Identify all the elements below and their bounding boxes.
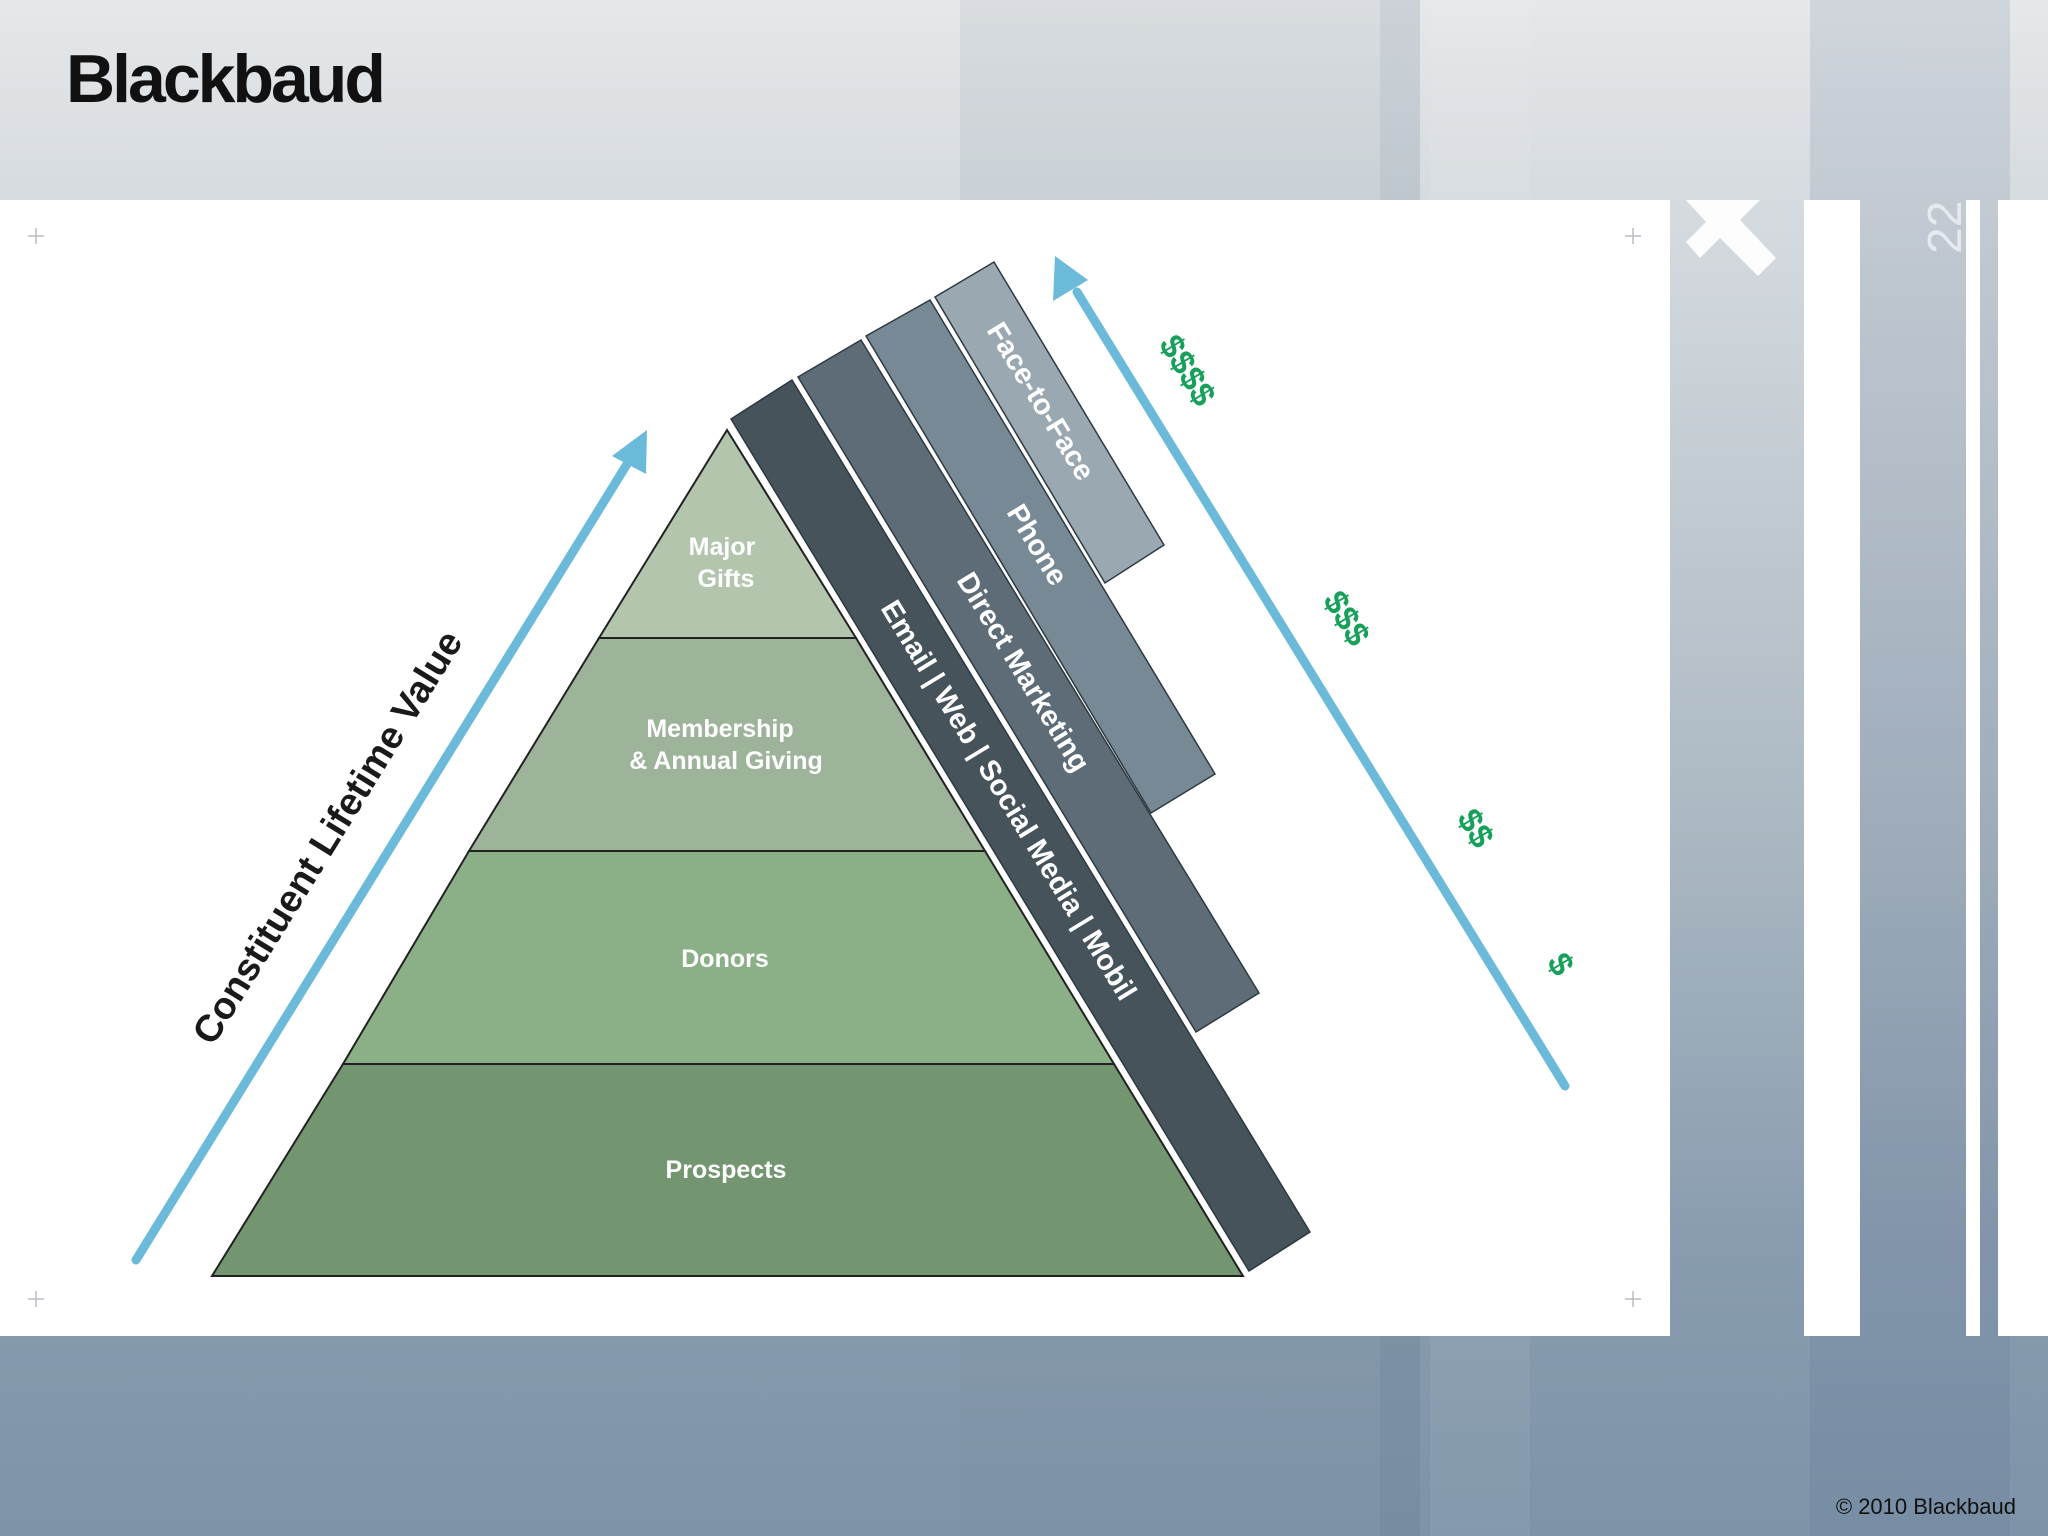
tier-label-major-line1: Major	[689, 533, 756, 561]
lifetime-value-arrow	[131, 430, 647, 1265]
copyright: © 2010 Blackbaud	[1835, 1494, 2016, 1519]
channel-bar-face-to-face	[933, 260, 1166, 585]
channel-bars	[729, 260, 1312, 1273]
brand-logo: Blackbaud	[66, 41, 386, 117]
decor-stripe	[1998, 200, 2048, 1336]
page-number: 22	[1919, 200, 1972, 254]
cost-label-1: $	[1539, 946, 1581, 982]
channel-bar-direct-marketing	[796, 338, 1261, 1034]
decor-stripe	[1966, 200, 1980, 1336]
pyramid-labels: Major Gifts Membership & Annual Giving D…	[629, 533, 823, 1184]
cost-labels: $$$$ $$$ $$ $	[1151, 328, 1581, 982]
diagram-panel: Constituent Lifetime Value Major Gifts M…	[0, 200, 1670, 1336]
decor-stripe	[1804, 200, 1860, 1336]
channel-bar-email-web	[729, 378, 1312, 1273]
cost-arrow	[1053, 256, 1570, 1091]
tier-label-prospects: Prospects	[666, 1156, 787, 1184]
cost-label-4: $$$$	[1151, 328, 1223, 412]
cost-label-2: $$	[1449, 802, 1501, 854]
channel-bar-phone	[864, 298, 1217, 815]
lifetime-value-diagram: Constituent Lifetime Value Major Gifts M…	[28, 228, 1641, 1307]
pyramid	[210, 428, 1245, 1277]
brand-arrow-icon	[1686, 200, 1776, 276]
tier-label-membership-line2: & Annual Giving	[629, 747, 823, 775]
crop-marks	[28, 228, 1641, 1307]
tier-label-major-line2: Gifts	[698, 565, 755, 593]
pyramid-tier-prospects	[210, 1063, 1245, 1277]
cost-label-3: $$$	[1315, 584, 1377, 652]
tier-label-donors: Donors	[681, 945, 769, 973]
tier-label-membership-line1: Membership	[646, 715, 793, 743]
